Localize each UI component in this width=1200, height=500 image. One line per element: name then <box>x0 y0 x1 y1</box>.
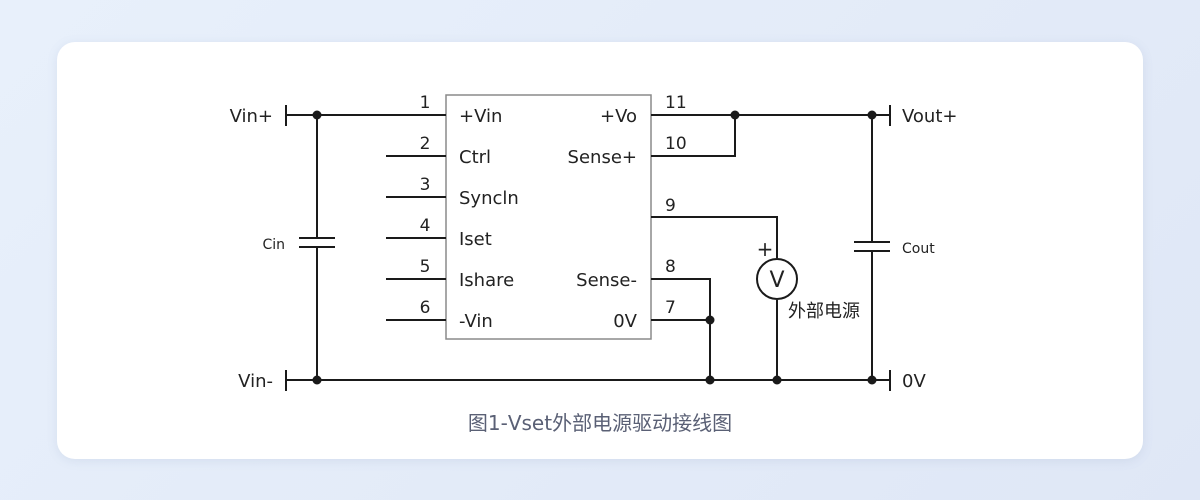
voltmeter-symbol <box>756 258 798 300</box>
pin-number: 10 <box>665 134 687 154</box>
pin-number: 6 <box>420 298 431 318</box>
pin-number: 7 <box>665 298 676 318</box>
pin-number: 8 <box>665 257 676 277</box>
sense-minus-wire <box>651 278 711 380</box>
junction-dot <box>312 110 322 120</box>
voltmeter-symbol-letter: V <box>769 268 784 293</box>
voltmeter-plus-sign: + <box>757 237 774 261</box>
junction-dot <box>705 375 715 385</box>
pin-label: +Vin <box>459 106 502 127</box>
junction-dot <box>867 375 877 385</box>
pin-label: Ctrl <box>459 147 491 168</box>
zero-v-label: 0V <box>902 371 926 392</box>
sense-plus-wire <box>651 115 736 157</box>
vout-plus-label: Vout+ <box>902 106 957 127</box>
pin-number: 3 <box>420 175 431 195</box>
external-supply-label: 外部电源 <box>788 301 860 322</box>
pin-number: 2 <box>420 134 431 154</box>
cout-label: Cout <box>902 241 935 257</box>
pin-number: 5 <box>420 257 431 277</box>
cin-label: Cin <box>262 237 285 253</box>
pin-label: Syncln <box>459 188 519 209</box>
pin-label: Iset <box>459 229 492 250</box>
junction-dot <box>730 110 740 120</box>
ic-body <box>445 94 652 340</box>
pin-9-wire <box>651 216 778 258</box>
pin-number: 11 <box>665 93 687 113</box>
vin-plus-label: Vin+ <box>230 106 273 127</box>
pin-number: 9 <box>665 196 676 216</box>
pin-label: +Vo <box>600 106 637 127</box>
pin-label: 0V <box>613 311 637 332</box>
figure-caption: 图1-Vset外部电源驱动接线图 <box>468 411 732 435</box>
junction-dot <box>772 375 782 385</box>
pin-number: 4 <box>420 216 431 236</box>
pin-label: Sense- <box>576 270 637 291</box>
junction-dot <box>867 110 877 120</box>
junction-dot <box>312 375 322 385</box>
vin-minus-label: Vin- <box>238 371 273 392</box>
junction-dot <box>705 315 715 325</box>
pin-label: Sense+ <box>568 147 637 168</box>
pin-label: Ishare <box>459 270 514 291</box>
pin-label: -Vin <box>459 311 493 332</box>
pin-number: 1 <box>420 93 431 113</box>
